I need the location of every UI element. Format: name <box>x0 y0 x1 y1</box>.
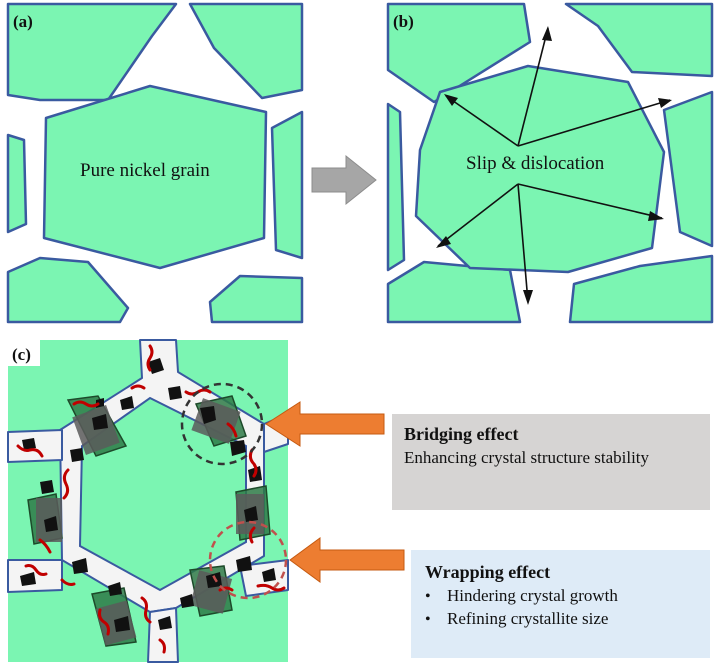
wrapping-highlight-circle <box>208 520 288 600</box>
reinforcement-particles <box>20 358 276 632</box>
slip-arrow-lower-right <box>517 183 663 219</box>
fiber <box>98 608 110 636</box>
reinforcement-fibers <box>16 344 286 654</box>
particle <box>158 616 172 630</box>
wrapping-effect-item: • Hindering crystal growth <box>425 585 696 608</box>
wrapping-effect-item: • Refining crystallite size <box>425 608 696 631</box>
particle <box>72 558 88 574</box>
particle <box>262 568 276 582</box>
pure-nickel-grain <box>42 84 268 270</box>
grain-top-right <box>188 2 304 100</box>
panel-b-tag: (b) <box>393 12 414 31</box>
grain-b-right <box>662 90 714 248</box>
arrowhead-upper-right <box>658 98 672 108</box>
particle <box>200 406 216 424</box>
bullet-icon: • <box>425 588 431 605</box>
bridging-effect-title: Bridging effect <box>404 424 519 444</box>
wrapping-sheet <box>189 570 233 614</box>
wrapping-sheets <box>36 398 264 646</box>
slip-arrow-lower-left <box>437 183 519 247</box>
fiber <box>130 384 146 390</box>
fiber <box>24 564 48 576</box>
panel-b: (b) Slip & dislocation <box>386 2 714 324</box>
bridging-pointer-arrow <box>265 401 385 447</box>
wrapping-effect-item-text: Refining crystallite size <box>447 609 609 628</box>
particle <box>148 358 164 374</box>
arrowhead-lower-left <box>436 236 451 248</box>
arrowhead-lower-right <box>648 211 664 221</box>
grain-left <box>6 133 28 234</box>
bridging-effect-description: Enhancing crystal structure stability <box>404 448 650 467</box>
slip-dislocation-label: Slip & dislocation <box>466 153 605 174</box>
bridging-effect-box: Bridging effect Enhancing crystal struct… <box>392 414 710 510</box>
arrowhead-upper-left <box>444 94 458 106</box>
particle <box>114 616 130 632</box>
grain-b-left <box>386 102 406 272</box>
particle <box>168 386 182 400</box>
pure-nickel-grain-label: Pure nickel grain <box>80 160 210 181</box>
grain-right <box>270 110 304 260</box>
fiber <box>256 583 286 592</box>
particle <box>40 480 54 494</box>
slip-arrow-down <box>517 183 529 303</box>
slip-arrows <box>437 27 671 303</box>
panel-a: (a) Pure nickel grain <box>6 2 304 324</box>
slip-arrow-up <box>517 27 549 147</box>
grain-b-bottom-left <box>386 260 522 324</box>
fiber <box>248 448 258 478</box>
particle <box>120 396 134 410</box>
particle <box>206 572 222 588</box>
panel-a-tag: (a) <box>13 12 33 31</box>
wrapping-effect-title: Wrapping effect <box>425 562 551 582</box>
transition-arrow <box>311 154 377 206</box>
fiber <box>248 526 256 544</box>
arrowhead-up <box>542 26 552 41</box>
grain-b-bottom-right <box>568 254 714 324</box>
particle <box>92 414 108 430</box>
particle <box>44 516 58 532</box>
particle <box>108 582 122 596</box>
wrapping-effect-item-text: Hindering crystal growth <box>447 586 618 605</box>
fiber <box>140 596 152 624</box>
fiber <box>146 344 154 372</box>
wrapping-pointer-arrow <box>289 537 405 583</box>
slip-arrow-upper-right <box>517 99 671 147</box>
fiber <box>158 638 166 654</box>
fiber <box>62 468 70 500</box>
particle <box>244 506 258 522</box>
wrapping-effect-box: Wrapping effect • Hindering crystal grow… <box>411 550 710 658</box>
particle <box>230 440 246 456</box>
particle <box>236 556 252 572</box>
fiber <box>218 586 234 592</box>
fiber <box>38 538 52 554</box>
particle <box>70 448 84 462</box>
grain-bottom-right <box>208 274 304 324</box>
fiber <box>16 444 44 458</box>
panel-c: (c) <box>7 339 289 663</box>
grain-b-top-left <box>386 2 532 104</box>
fiber <box>60 578 76 586</box>
slip-arrow-upper-left <box>445 95 519 147</box>
arrowhead-down <box>523 290 533 305</box>
particle <box>22 438 36 450</box>
particle <box>20 572 36 586</box>
grain-b-top-right <box>564 2 714 78</box>
panel-c-tag: (c) <box>12 345 31 364</box>
particle <box>180 594 194 608</box>
bullet-icon: • <box>425 611 431 628</box>
grain-bottom-left <box>6 256 130 324</box>
fiber <box>226 422 238 438</box>
fiber <box>72 400 100 408</box>
wrapping-sheet <box>72 405 120 455</box>
bridging-highlight-circle <box>180 382 264 466</box>
